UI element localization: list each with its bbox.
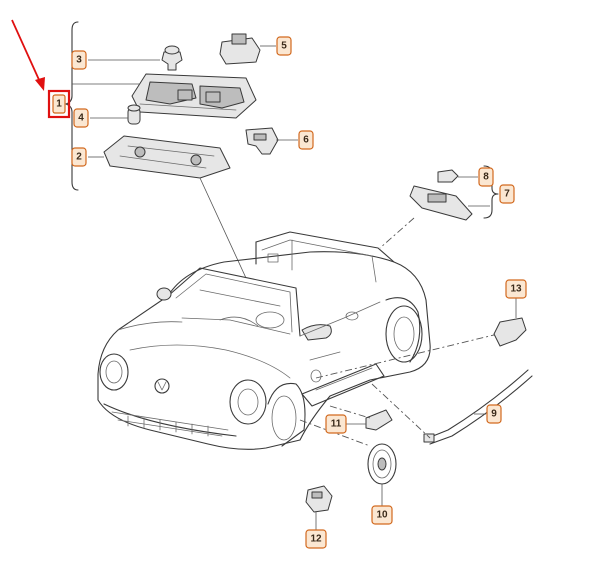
callout-4-text: 4	[78, 113, 84, 124]
callout-5-text: 5	[281, 41, 287, 52]
part-light-housing	[131, 73, 257, 119]
callout-13[interactable]: 13	[505, 279, 527, 299]
callout-9[interactable]: 9	[486, 404, 502, 424]
callout-6[interactable]: 6	[298, 130, 314, 150]
callout-1-highlight	[47, 89, 71, 119]
callout-11-text: 11	[331, 419, 342, 430]
callout-5[interactable]: 5	[276, 36, 292, 56]
part-bulb	[127, 104, 141, 125]
part-light-strip	[423, 369, 533, 445]
part-switch-module	[219, 33, 261, 65]
callout-13-text: 13	[510, 284, 522, 295]
callout-10[interactable]: 10	[371, 505, 393, 525]
callout-1[interactable]: 1	[52, 94, 66, 114]
car-illustration	[97, 231, 431, 450]
part-ring	[367, 443, 397, 485]
part-connector-top	[245, 127, 279, 155]
part-small-lamp	[365, 409, 393, 431]
callout-3-text: 3	[76, 55, 82, 66]
callout-4[interactable]: 4	[73, 108, 89, 128]
callout-9-text: 9	[491, 409, 497, 420]
callout-2[interactable]: 2	[71, 147, 87, 167]
part-clip-lamp	[305, 485, 333, 513]
annotation-arrow	[11, 19, 45, 91]
callout-8-text: 8	[483, 172, 489, 183]
callout-1-text: 1	[56, 99, 62, 110]
callout-11[interactable]: 11	[325, 414, 347, 434]
part-footwell-lamp	[493, 317, 527, 347]
callout-7[interactable]: 7	[499, 184, 515, 204]
callout-12-text: 12	[310, 534, 322, 545]
part-clip	[161, 45, 183, 71]
part-cover	[103, 135, 231, 179]
callout-12[interactable]: 12	[305, 529, 327, 549]
callout-8[interactable]: 8	[478, 167, 494, 187]
callout-2-text: 2	[76, 152, 82, 163]
group-bracket-left	[65, 21, 79, 191]
part-lamp-assembly	[409, 185, 473, 221]
callout-10-text: 10	[376, 510, 388, 521]
callout-7-text: 7	[504, 189, 510, 200]
callout-3[interactable]: 3	[71, 50, 87, 70]
callout-6-text: 6	[303, 135, 309, 146]
part-small-bulb	[437, 169, 459, 183]
